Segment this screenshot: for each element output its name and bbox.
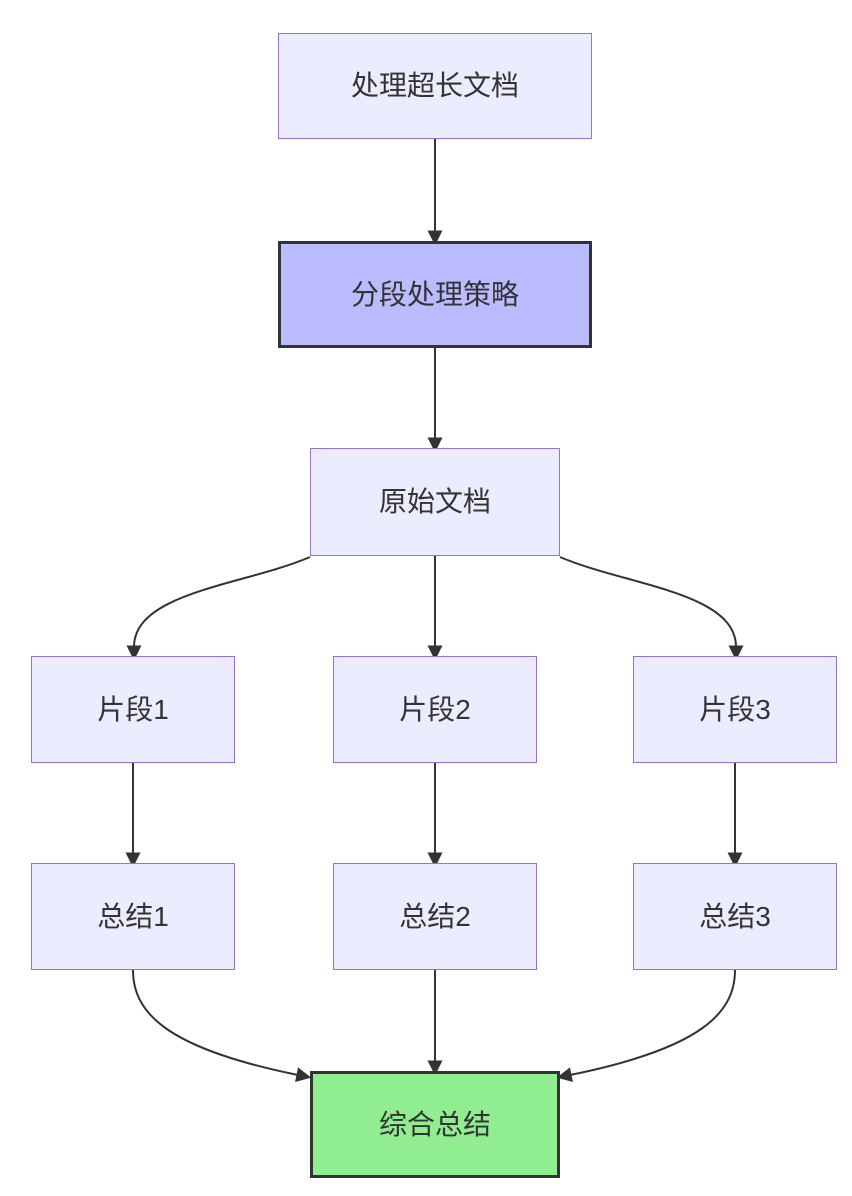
edge-c-d3	[559, 556, 744, 661]
edge-e1-f	[132, 969, 312, 1083]
flowchart-node-summary-1: 总结1	[31, 863, 235, 970]
edge-c-d1	[126, 556, 311, 661]
edge-e3-f	[556, 969, 736, 1083]
flowchart-node-fragment-2: 片段2	[333, 656, 537, 763]
flowchart-node-summary-2: 总结2	[333, 863, 537, 970]
flowchart-node-fragment-1: 片段1	[31, 656, 235, 763]
flowchart-node-process-long-doc: 处理超长文档	[278, 33, 592, 139]
flowchart-node-fragment-3: 片段3	[633, 656, 837, 763]
flowchart-node-original-doc: 原始文档	[310, 448, 560, 556]
flowchart-node-summary-3: 总结3	[633, 863, 837, 970]
flowchart-node-segment-strategy: 分段处理策略	[278, 241, 592, 348]
flowchart-node-combined-summary: 综合总结	[310, 1071, 560, 1178]
